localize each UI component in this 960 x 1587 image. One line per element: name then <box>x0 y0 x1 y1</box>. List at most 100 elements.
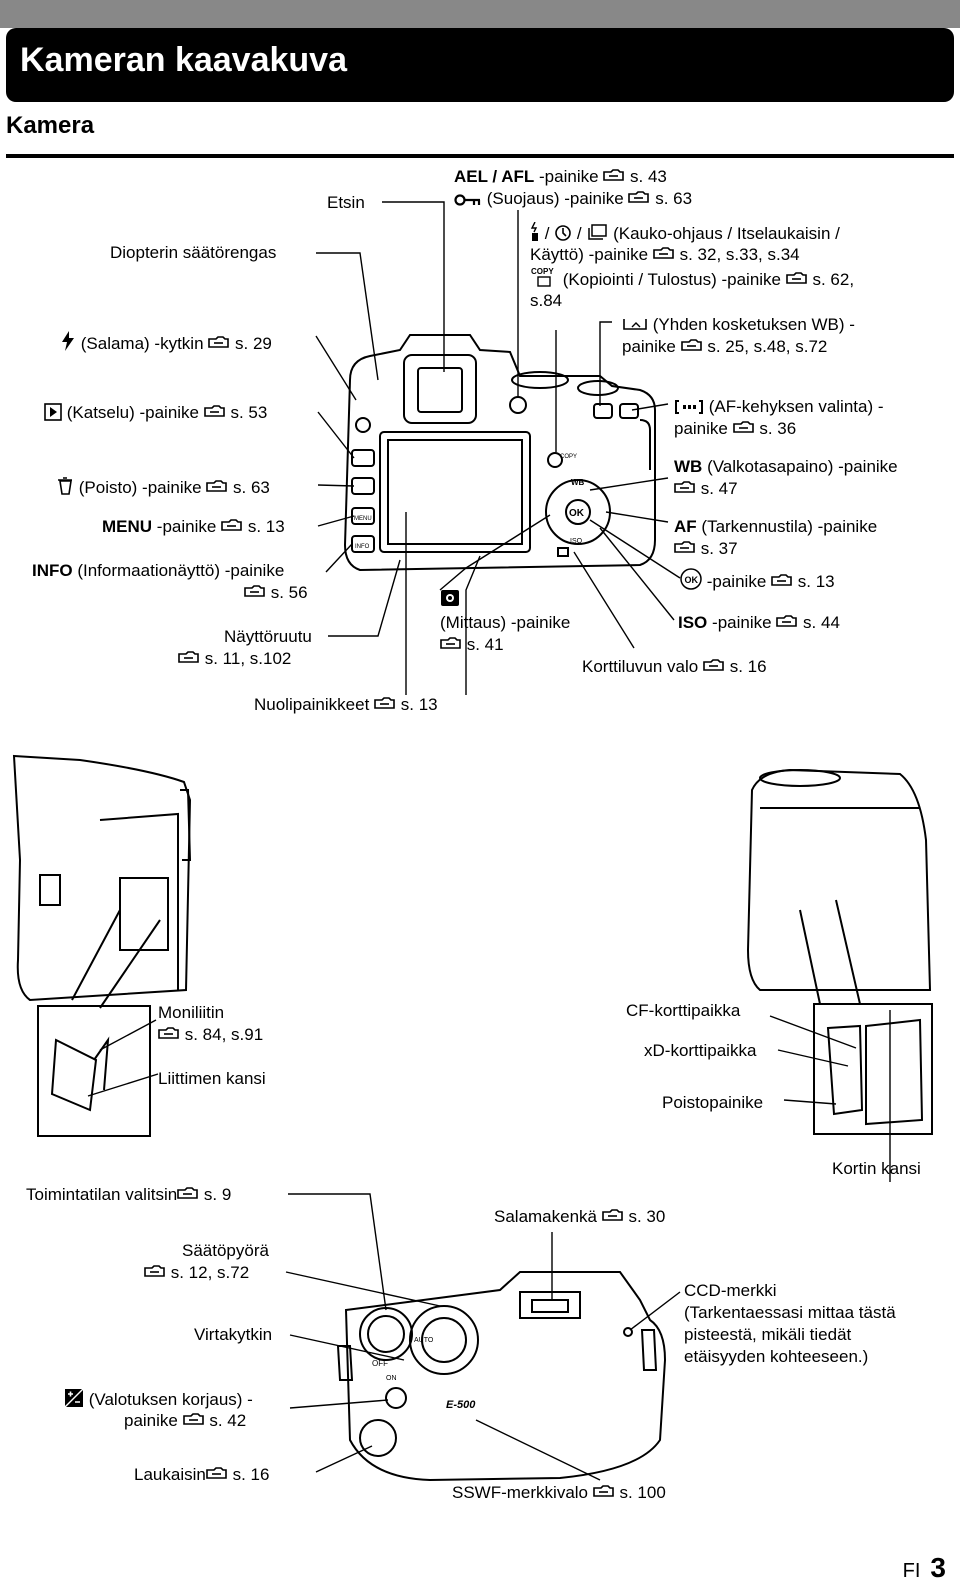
page-ref-icon <box>653 245 675 259</box>
cam-model-mark: E-500 <box>446 1399 476 1411</box>
page-ref-icon <box>206 478 228 492</box>
label-ccd-mark-2: (Tarkentaessasi mittaa tästä <box>684 1303 896 1322</box>
label-af-mode-page: s. 37 <box>674 538 738 560</box>
label-etsin: Etsin <box>327 193 365 212</box>
camera-back-drawing <box>343 334 656 572</box>
self-timer-icon <box>554 224 572 248</box>
label-wb: WB (Valkotasapaino) -painike <box>674 457 898 476</box>
label-one-touch-wb-2: painike s. 25, s.48, s.72 <box>622 337 828 356</box>
camera-top-drawing <box>336 1271 667 1482</box>
label-xd-slot: xD-korttipaikka <box>644 1041 757 1060</box>
title-banner: Kameran kaavakuva <box>6 28 954 102</box>
cam-wb-mark: WB <box>571 478 585 487</box>
page-ref-icon <box>603 167 625 181</box>
label-arrow-pad: Nuolipainikkeet s. 13 <box>254 695 438 714</box>
label-exposure-comp: (Valotuksen korjaus) - <box>64 1388 253 1414</box>
sequential-icon <box>586 224 608 248</box>
page-ref-icon <box>786 270 808 284</box>
label-diopter: Diopterin säätörengas <box>110 243 277 262</box>
label-one-touch-wb: (Yhden kosketuksen WB) - <box>622 314 855 339</box>
label-flash-switch: (Salama) -kytkin s. 29 <box>60 330 272 358</box>
ok-icon-text: OK <box>685 575 699 585</box>
page-ref-icon <box>158 1025 180 1039</box>
cam-iso-mark: ISO <box>570 538 583 545</box>
cam-info-mark: INFO <box>355 544 370 550</box>
label-multi-connector-page: s. 84, s.91 <box>158 1024 263 1046</box>
label-ccd-mark-4: etäisyyden kohteeseen.) <box>684 1347 869 1366</box>
label-af-frame: (AF-kehyksen valinta) - <box>674 396 884 421</box>
label-drive-mode-2: Käyttö) -painike s. 32, s.33, s.34 <box>530 245 800 264</box>
remote-icon <box>530 221 540 248</box>
label-metering: (Mittaus) -painike <box>440 613 571 632</box>
label-power-switch: Virtakytkin <box>194 1325 273 1344</box>
cam-on-mark: ON <box>386 1375 397 1382</box>
label-card-cover: Kortin kansi <box>832 1159 921 1178</box>
page-ref-icon <box>776 613 798 627</box>
label-exposure-comp-2: painike s. 42 <box>124 1411 247 1430</box>
one-touch-wb-icon <box>622 315 648 339</box>
label-ael-afl: AEL / AFL -painike s. 43 <box>454 167 667 186</box>
label-ok: OK -painike s. 13 <box>680 568 835 596</box>
cam-menu-mark: MENU <box>354 516 372 522</box>
page-ref-icon <box>206 1465 228 1479</box>
cam-auto-mark: AUTO <box>414 1337 434 1344</box>
label-playback: (Katselu) -painike s. 53 <box>44 402 267 427</box>
label-cf-slot: CF-korttipaikka <box>626 1001 741 1020</box>
label-connector-cover: Liittimen kansi <box>158 1069 266 1088</box>
back-leader-lines <box>315 201 681 695</box>
camera-left-side-drawing <box>12 754 192 1137</box>
copy-print-icon: COPY <box>530 266 558 294</box>
exposure-comp-icon <box>64 1388 84 1414</box>
page-ref-icon <box>674 479 696 493</box>
label-shutter: Laukaisin s. 16 <box>134 1465 270 1484</box>
cam-ok-mark: OK <box>569 508 585 519</box>
page-ref-icon <box>208 334 230 348</box>
label-control-dial: Säätöpyörä <box>182 1241 269 1260</box>
footer-page-number: 3 <box>930 1552 946 1583</box>
page-ref-icon <box>144 1263 166 1277</box>
page-ref-icon <box>674 539 696 553</box>
page-ref-icon <box>374 695 396 709</box>
ok-button-icon: OK <box>680 568 702 596</box>
label-monitor-page: s. 11, s.102 <box>178 648 291 670</box>
label-protect: (Suojaus) -painike s. 63 <box>454 188 692 213</box>
label-multi-connector: Moniliitin <box>158 1003 225 1022</box>
cam-off-mark: OFF <box>372 1359 388 1368</box>
label-copy-print: COPY (Kopiointi / Tulostus) -painike s. … <box>530 266 854 294</box>
page-ref-icon <box>602 1207 624 1221</box>
label-info: INFO (Informaationäyttö) -painike <box>32 561 285 580</box>
key-icon <box>454 191 482 213</box>
footer-language: FI <box>902 1560 921 1582</box>
svg-text:COPY: COPY <box>531 267 554 276</box>
page-ref-icon <box>183 1411 205 1425</box>
page-ref-icon <box>204 403 226 417</box>
page-footer: FI 3 <box>903 1552 946 1584</box>
label-control-dial-page: s. 12, s.72 <box>144 1262 249 1284</box>
label-menu: MENU -painike s. 13 <box>102 517 285 536</box>
label-hot-shoe: Salamakenkä s. 30 <box>494 1207 666 1226</box>
label-metering-page: s. 41 <box>440 634 504 656</box>
camera-right-side-drawing <box>746 768 933 1135</box>
page-ref-icon <box>177 1185 199 1199</box>
page-ref-icon <box>681 337 703 351</box>
page-ref-icon <box>703 657 725 671</box>
label-af-frame-2: painike s. 36 <box>674 419 797 438</box>
label-ccd-mark: CCD-merkki <box>684 1281 777 1300</box>
page-ref-icon <box>771 572 793 586</box>
top-leader-lines <box>285 1193 681 1481</box>
label-monitor: Näyttöruutu <box>224 627 312 646</box>
label-af-mode: AF (Tarkennustila) -painike <box>674 517 878 536</box>
label-wb-page: s. 47 <box>674 478 738 500</box>
label-eject-button: Poistopainike <box>662 1093 764 1112</box>
label-iso: ISO -painike s. 44 <box>678 613 840 632</box>
label-sswf-lamp: SSWF-merkkivalo s. 100 <box>452 1483 666 1502</box>
label-info-page: s. 56 <box>244 582 308 604</box>
page-ref-icon <box>178 649 200 663</box>
metering-icon <box>440 589 460 613</box>
side-leader-lines <box>87 1010 891 1182</box>
label-drive-mode: / / (Kauko-ohjaus / Itselaukaisin / <box>530 221 840 248</box>
label-ccd-mark-3: pisteestä, mikäli tiedät <box>684 1325 852 1344</box>
section-heading: Kamera <box>6 112 95 139</box>
top-gray-strip <box>0 0 960 28</box>
